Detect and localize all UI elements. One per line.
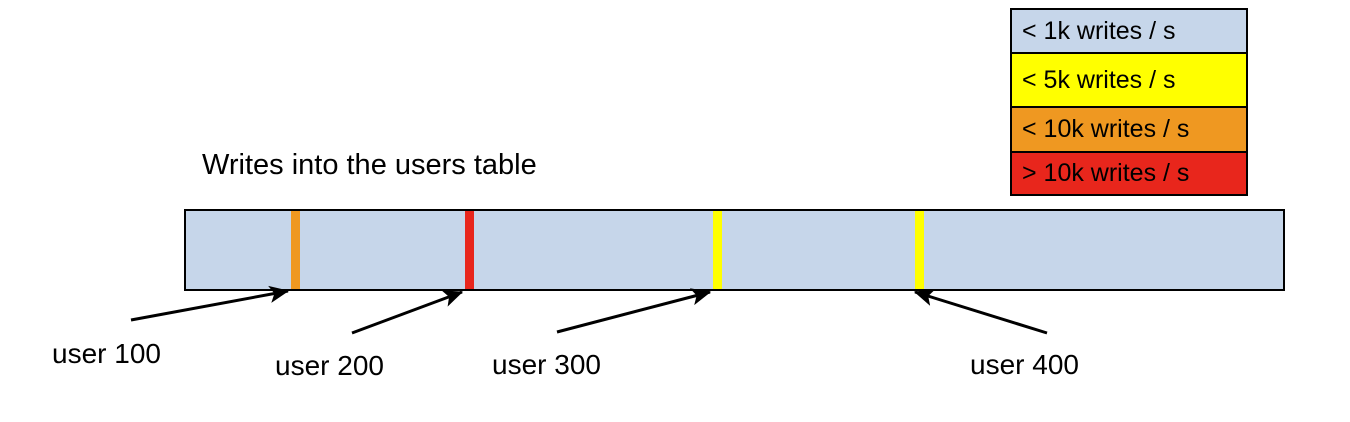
stripe-user-200 <box>465 211 474 289</box>
legend-item-gt-10k: > 10k writes / s <box>1012 153 1246 194</box>
arrow-user-200 <box>351 290 464 335</box>
legend-label: < 10k writes / s <box>1022 115 1190 143</box>
users-table-keyspace-bar <box>184 209 1285 291</box>
stripe-user-100 <box>291 211 300 289</box>
arrow-user-400 <box>913 289 1048 335</box>
stripe-user-400 <box>915 211 924 289</box>
write-rate-legend: < 1k writes / s < 5k writes / s < 10k wr… <box>1010 8 1248 196</box>
legend-item-lt-1k: < 1k writes / s <box>1012 10 1246 54</box>
arrow-user-300 <box>556 288 712 334</box>
label-user-200: user 200 <box>275 350 384 381</box>
arrow-user-100 <box>130 285 290 322</box>
label-user-400: user 400 <box>970 349 1079 380</box>
legend-item-lt-10k: < 10k writes / s <box>1012 108 1246 153</box>
label-user-300: user 300 <box>492 349 601 380</box>
legend-label: > 10k writes / s <box>1022 159 1190 187</box>
legend-label: < 1k writes / s <box>1022 16 1176 45</box>
chart-title: Writes into the users table <box>202 149 537 181</box>
stripe-user-300 <box>713 211 722 289</box>
label-user-100: user 100 <box>52 338 161 369</box>
legend-label: < 5k writes / s <box>1022 65 1176 94</box>
legend-item-lt-5k: < 5k writes / s <box>1012 54 1246 108</box>
